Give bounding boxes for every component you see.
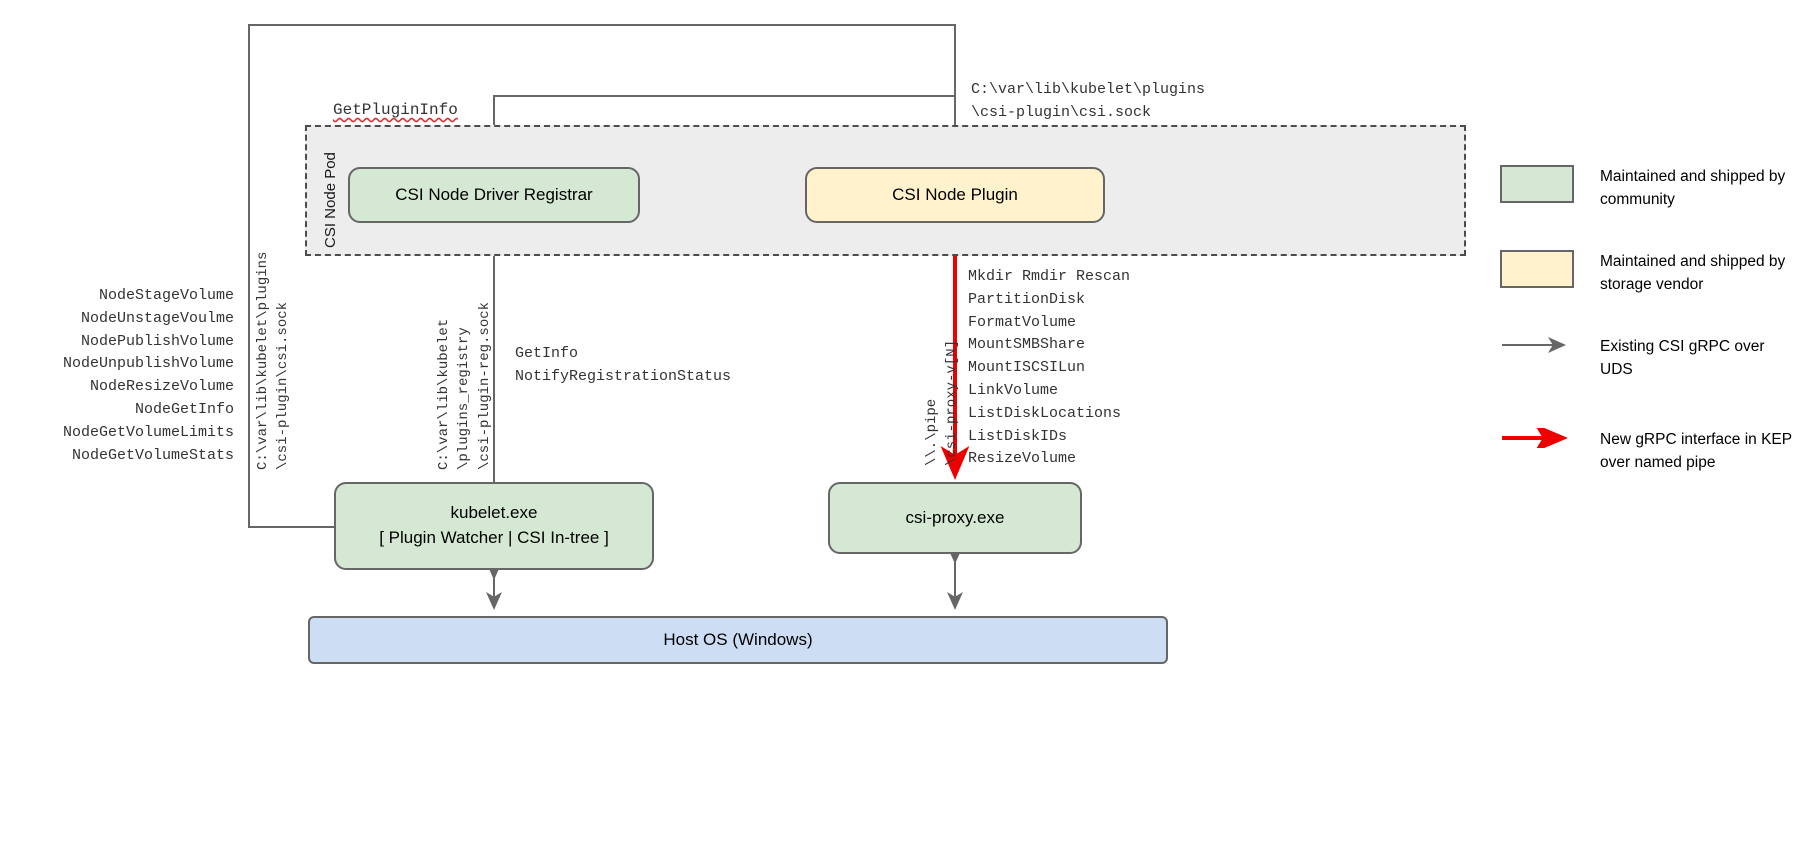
legend-key: [1500, 165, 1578, 205]
edge-label-plugins-registry-path: C:\var\lib\kubelet \plugins_registry \cs…: [436, 301, 493, 470]
node-label: CSI Node Driver Registrar: [395, 184, 593, 204]
annotation-csi-proxy-apis: Mkdir Rmdir Rescan PartitionDisk FormatV…: [968, 268, 1131, 468]
legend-item-community: Maintained and shipped by community: [1500, 165, 1800, 212]
legend-key: [1500, 335, 1578, 375]
gray-arrow-icon: [1502, 336, 1566, 353]
legend-item-storage-vendor: Maintained and shipped by storage vendor: [1500, 249, 1800, 297]
legend-key: [1500, 427, 1578, 468]
legend: Maintained and shipped by community Main…: [1500, 165, 1800, 513]
node-label: csi-proxy.exe: [905, 507, 1005, 527]
red-arrow-icon: [1502, 427, 1568, 448]
annotation-registration-rpcs: GetInfo NotifyRegistrationStatus: [515, 345, 732, 385]
legend-label: Maintained and shipped by community: [1600, 168, 1786, 208]
node-label-line1: kubelet.exe: [450, 503, 538, 523]
legend-label: Existing CSI gRPC over UDS: [1600, 337, 1765, 378]
node-host-os[interactable]: Host OS (Windows): [308, 616, 1168, 664]
node-label: Host OS (Windows): [663, 629, 813, 649]
legend-swatch-yellow: [1500, 249, 1574, 288]
edge-label-named-pipe-path: \\.\pipe \csi-proxy-v[N]: [924, 339, 961, 466]
node-label: CSI Node Plugin: [892, 184, 1018, 204]
edge-label-kubelet-csi-sock-path: C:\var\lib\kubelet\plugins \csi-plugin\c…: [255, 251, 292, 470]
legend-key: [1500, 249, 1578, 290]
legend-swatch-green: [1500, 165, 1574, 203]
legend-label: Maintained and shipped by storage vendor: [1600, 252, 1786, 293]
legend-label: New gRPC interface in KEP over named pip…: [1600, 430, 1792, 471]
legend-item-new-grpc-named-pipe: New gRPC interface in KEP over named pip…: [1500, 427, 1800, 475]
node-kubelet-exe[interactable]: kubelet.exe [ Plugin Watcher | CSI In-tr…: [334, 482, 654, 570]
node-label-line2: [ Plugin Watcher | CSI In-tree ]: [379, 528, 609, 547]
edge-label-get-plugin-info: GetPluginInfo: [333, 101, 458, 119]
csi-node-pod-label: CSI Node Pod: [322, 152, 339, 248]
node-csi-proxy-exe[interactable]: csi-proxy.exe: [828, 482, 1082, 554]
node-csi-node-plugin[interactable]: CSI Node Plugin: [805, 167, 1105, 223]
annotation-node-service-rpcs: NodeStageVolume NodeUnstageVoulme NodePu…: [62, 287, 234, 464]
edge-label-csi-sock-path: C:\var\lib\kubelet\plugins \csi-plugin\c…: [971, 81, 1206, 121]
node-csi-node-driver-registrar[interactable]: CSI Node Driver Registrar: [348, 167, 640, 223]
legend-item-existing-grpc-uds: Existing CSI gRPC over UDS: [1500, 335, 1800, 382]
